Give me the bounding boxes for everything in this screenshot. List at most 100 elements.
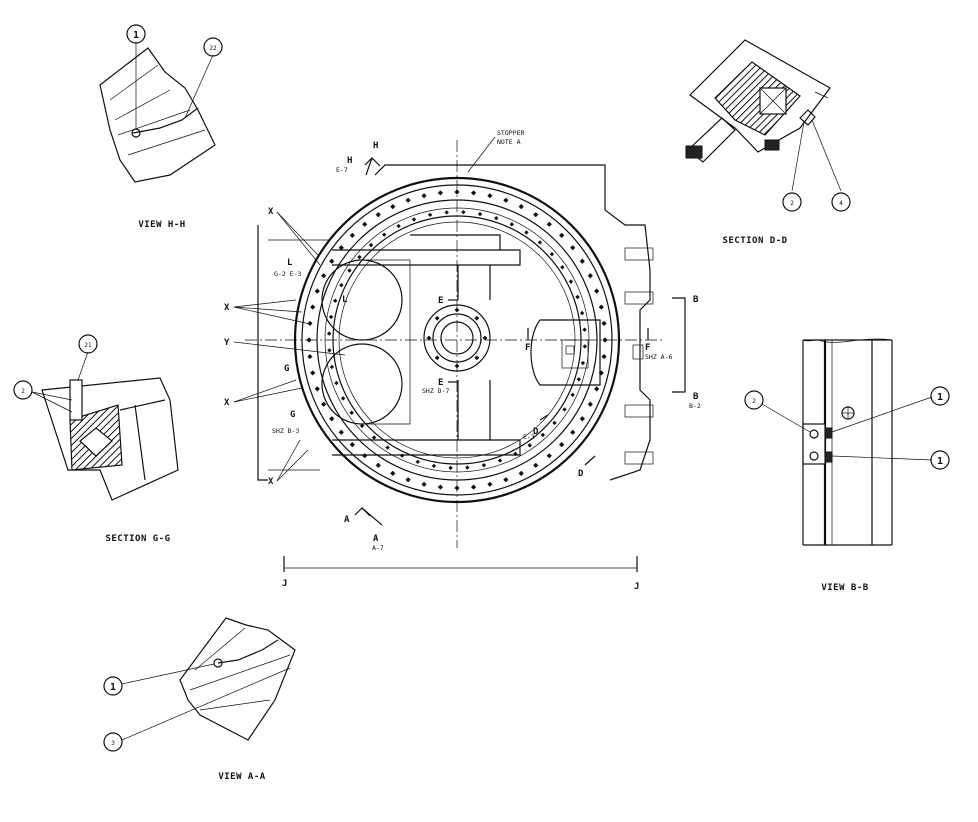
callout-balloon: 1 [930,386,950,406]
bolt-marker [362,453,368,459]
bolt-marker [575,294,580,300]
bolt-circle-outer [306,189,608,491]
bolt-marker [405,477,411,483]
bolt-marker [321,401,327,407]
bolt-marker [399,453,405,458]
section-ref-j: J [282,579,288,589]
bolt-marker [533,212,539,218]
bolt-marker [421,193,427,199]
section-ref-h: H [347,156,353,166]
bolt-marker [321,273,327,279]
view-title: VIEW H-H [138,220,185,230]
bolt-marker [349,442,355,448]
view-h-h: 1 22 VIEW H-H [99,24,223,230]
bolt-marker [327,348,332,353]
section-ref-e: E [438,296,444,306]
bolt-marker [349,410,354,415]
bolt-marker [411,217,417,222]
bolt-marker [546,453,552,459]
callout-balloon: 3 [103,732,123,752]
bolt-marker [427,212,433,218]
bolt-marker [314,386,320,392]
bolt-marker [580,360,586,366]
sheet-ref: B-2 [689,402,701,410]
label-y: Y [224,338,230,348]
bolt-marker [474,315,480,321]
bolt-marker [415,459,420,465]
bolt-marker [338,245,344,251]
bolt-marker [448,465,453,471]
bolt-marker [371,435,377,440]
bolt-marker [582,344,588,349]
bolt-marker [560,265,565,270]
sheet-ref: E-3 [523,433,535,441]
bolt-marker [594,386,600,392]
bolt-marker [477,211,483,217]
bolt-marker [396,223,401,229]
bolt-marker [357,254,362,260]
bolt-marker [349,232,355,238]
bolt-marker [579,416,585,422]
sheet-ref: SHZ D-7 [422,387,449,395]
bolt-marker [326,331,332,336]
bolt-marker [481,462,487,468]
bolt-marker [437,484,444,490]
bolt-marker [334,380,339,386]
bolt-marker [329,416,335,422]
bolt-marker [405,197,411,203]
callout-number: 21 [84,342,92,349]
callout-number: 1 [937,456,943,467]
bolt-marker [482,335,488,341]
bolt-marker [570,392,575,398]
bolt-marker [568,279,574,284]
bolt-marker [310,370,316,376]
bolt-marker [559,232,565,238]
bolt-marker [328,314,334,320]
callout-balloon: 1 [930,450,950,470]
bolt-marker [559,442,565,448]
bolt-marker [497,458,503,463]
callout-balloon: 1 [126,24,146,44]
bolt-marker [494,215,499,221]
bolt-marker [434,355,440,361]
bolt-marker [598,370,604,376]
view-b-b: 2 1 1 VIEW B-B [744,338,950,593]
sheet-ref: SHZ B-3 [272,427,299,435]
bolt-circle-inner [326,209,588,471]
bolt-marker [332,298,338,303]
bolt-marker [518,470,524,476]
label-x: X [224,303,230,313]
section-ref-h: H [373,141,379,151]
callout-balloon: 2 [744,390,764,410]
bolt-marker [465,465,470,470]
bolt-marker [552,420,557,426]
bolt-marker [390,204,396,210]
section-ref-j: J [634,582,640,592]
sheet-ref: A-7 [372,544,384,552]
bolt-marker [329,258,335,264]
section-ref-g: G [284,364,290,374]
bolt-marker [518,204,524,210]
section-ref-f: F [645,343,651,353]
bolt-marker [579,258,585,264]
bolt-marker [487,193,493,199]
bolt-marker [474,355,480,361]
bolt-marker [587,273,593,279]
bolt-marker [339,282,344,288]
callout-number: 2 [752,398,756,405]
callout-balloon: 1 [103,676,123,696]
callout-number: 1 [110,682,116,693]
callout-balloon: 2 [782,192,802,212]
bolt-marker [329,364,335,370]
callout-number: 1 [937,392,943,403]
bolt-marker [546,221,552,227]
main-assembly-view: STOPPER NOTE A H H E-7 E E SHZ D-7 F F S… [224,129,701,592]
section-ref-a: A [344,515,350,525]
view-title: SECTION G-G [105,534,170,544]
bolt-marker [537,240,543,245]
bolt-marker [576,377,582,382]
bolt-marker [362,221,368,227]
bolt-marker [601,353,607,360]
section-ref-d: D [578,469,584,479]
